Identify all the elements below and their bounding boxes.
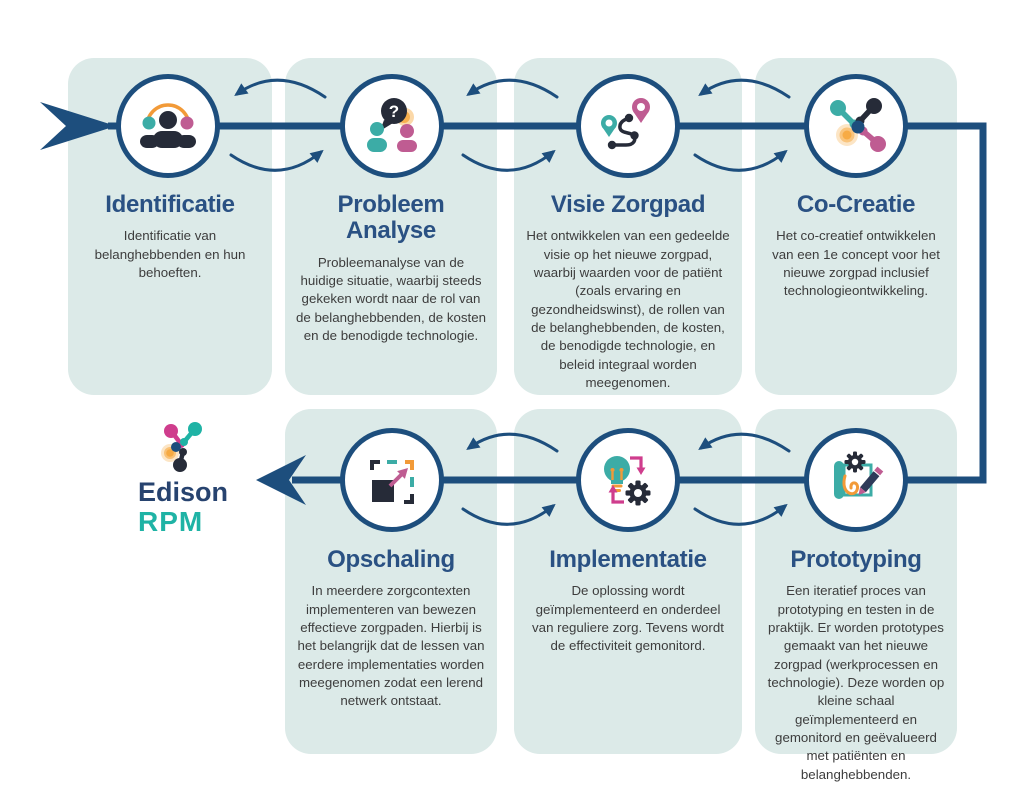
card-description: De oplossing wordt geïmplementeerd en on… — [532, 583, 724, 654]
card-title: Visie Zorgpad — [550, 191, 706, 218]
step-node-implementatie — [576, 428, 680, 532]
card-title: Identificatie — [105, 191, 235, 218]
route-pins-icon — [601, 98, 650, 150]
blueprint-pencil-icon — [834, 451, 884, 499]
bulb-gear-icon — [604, 456, 651, 506]
step-node-opschaling — [340, 428, 444, 532]
card-title: Prototyping — [790, 546, 922, 573]
loop-arrow-back — [698, 78, 791, 99]
step-node-prototyping — [804, 428, 908, 532]
logo-text-edison: Edison — [138, 477, 229, 507]
flow-start-arrow — [40, 102, 116, 150]
card-identificatie: Identificatie Identificatie van belanghe… — [68, 58, 272, 395]
card-title: Implementatie — [549, 546, 707, 573]
svg-text:?: ? — [389, 102, 399, 121]
flow-end-arrow — [256, 455, 306, 505]
step-node-visie-zorgpad — [576, 74, 680, 178]
card-title: Co-Creatie — [796, 191, 916, 218]
loop-arrow-back — [234, 78, 327, 99]
people-group-icon — [140, 103, 196, 148]
step-node-probleem-analyse: ? — [340, 74, 444, 178]
edison-rpm-logo-molecule-icon — [161, 422, 202, 472]
card-title: Opschaling — [327, 546, 455, 573]
molecule-icon — [830, 98, 886, 152]
card-opschaling: Opschaling In meerdere zorgcontexten imp… — [285, 409, 497, 754]
step-node-co-creatie — [804, 74, 908, 178]
card-visie-zorgpad: Visie Zorgpad Het ontwikkelen van een ge… — [514, 58, 742, 395]
logo-text-rpm: RPM — [138, 506, 204, 538]
card-description: In meerdere zorgcontexten implementeren … — [297, 583, 485, 709]
loop-arrow-forward — [461, 149, 556, 172]
card-description: Identificatie van belanghebbenden en hun… — [94, 228, 246, 281]
card-title: Probleem Analyse — [337, 191, 445, 245]
scale-up-icon — [370, 460, 414, 504]
card-implementatie: Implementatie De oplossing wordt geïmple… — [514, 409, 742, 754]
card-description: Een iteratief proces van prototyping en … — [767, 583, 945, 782]
card-description: Het ontwikkelen van een gedeelde visie o… — [526, 228, 730, 391]
card-description: Het co-creatief ontwikkelen van een 1e c… — [772, 228, 940, 299]
loop-arrow-forward — [229, 149, 324, 172]
loop-arrow-back — [466, 432, 559, 453]
loop-arrow-forward — [693, 503, 788, 526]
card-description: Probleemanalyse van de huidige situatie,… — [295, 254, 487, 344]
step-node-identificatie — [116, 74, 220, 178]
loop-arrow-forward — [461, 503, 556, 526]
question-dialog-icon: ? — [367, 98, 417, 152]
loop-arrow-back — [466, 78, 559, 99]
loop-arrow-back — [698, 432, 791, 453]
edison-rpm-logo: Edison RPM — [138, 420, 288, 537]
loop-arrow-forward — [693, 149, 788, 172]
